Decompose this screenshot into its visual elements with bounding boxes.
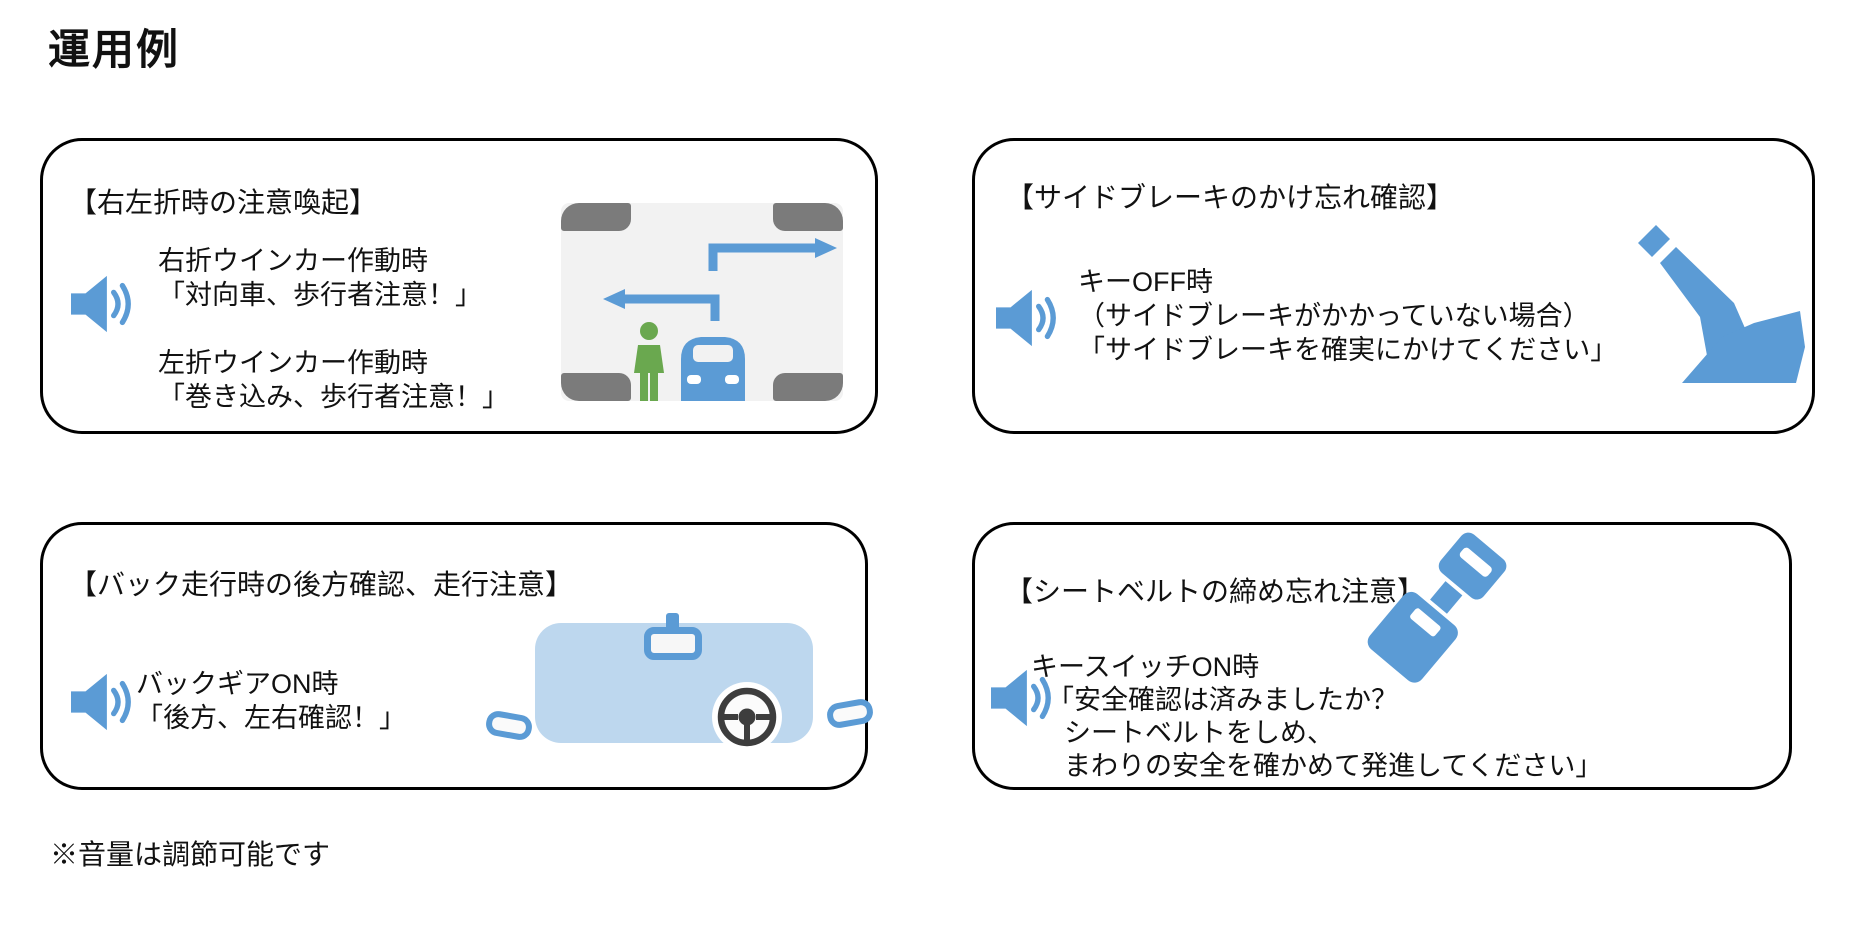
- volume-note: ※音量は調節可能です: [50, 839, 331, 870]
- page-title: 運用例: [48, 26, 181, 73]
- voice-text-reverse: バックギアON時 「後方、左右確認！」: [136, 667, 406, 735]
- side-mirror-left: [484, 709, 534, 742]
- voice-line: 「巻き込み、歩行者注意！」: [158, 382, 509, 412]
- road-corner-block: [561, 203, 631, 231]
- card-turn-alert: 【右左折時の注意喚起】 右折ウインカー作動時 「対向車、歩行者注意！」 左折ウイ…: [40, 138, 878, 434]
- steering-wheel-icon: [712, 682, 782, 752]
- card-reverse-alert: 【バック走行時の後方確認、走行注意】 バックギアON時 「後方、左右確認！」: [40, 522, 875, 790]
- voice-line: 左折ウインカー作動時: [158, 348, 428, 378]
- road-corner-block: [773, 373, 843, 401]
- pedestrian-icon: [634, 322, 664, 401]
- speaker-icon: [71, 673, 131, 731]
- side-mirror-right: [825, 697, 875, 730]
- voice-text-left-turn: 左折ウインカー作動時 「巻き込み、歩行者注意！」: [158, 346, 509, 414]
- car-icon: [681, 337, 745, 401]
- intersection-overlay: [603, 238, 837, 401]
- voice-line: 「安全確認は済みましたか？: [1047, 685, 1398, 715]
- voice-line: 「対向車、歩行者注意！」: [158, 280, 482, 310]
- voice-line: シートベルトをしめ、: [1064, 718, 1334, 748]
- voice-text-right-turn: 右折ウインカー作動時 「対向車、歩行者注意！」: [158, 244, 482, 312]
- card-parking-brake: 【サイドブレーキのかけ忘れ確認】 キーOFF時 （サイドブレーキがかかっていない…: [972, 138, 1815, 434]
- intersection-diagram: [561, 203, 843, 401]
- rearview-mirror: [644, 627, 702, 660]
- voice-line: 右折ウインカー作動時: [158, 246, 428, 276]
- seatbelt-icon: [1367, 532, 1507, 683]
- speaker-icon: [991, 669, 1051, 727]
- card-seatbelt: 【シートベルトの締め忘れ注意】 キースイッチON時 「安全確認は済みましたか？ …: [972, 522, 1792, 790]
- voice-line: （サイドブレーキがかかっていない場合）: [1078, 301, 1590, 331]
- left-turn-arrow: [603, 289, 720, 321]
- road-corner-block: [561, 373, 631, 401]
- vehicle-top-view: [484, 613, 875, 768]
- handbrake-icon: [1638, 225, 1805, 383]
- voice-line: キーOFF時: [1078, 267, 1213, 297]
- right-turn-arrow: [708, 238, 837, 271]
- voice-line: 「後方、左右確認！」: [136, 703, 406, 733]
- card-heading: 【サイドブレーキのかけ忘れ確認】: [1006, 182, 1455, 213]
- road-corner-block: [773, 203, 843, 231]
- voice-line: キースイッチON時: [1031, 652, 1260, 682]
- voice-text-seatbelt: キースイッチON時 「安全確認は済みましたか？ シートベルトをしめ、 まわりの安…: [1031, 651, 1602, 783]
- speaker-icon: [996, 289, 1056, 347]
- speaker-icon: [71, 275, 131, 333]
- card-heading: 【シートベルトの締め忘れ注意】: [1005, 576, 1426, 607]
- card-heading: 【バック走行時の後方確認、走行注意】: [69, 569, 574, 600]
- voice-line: バックギアON時: [136, 669, 339, 699]
- voice-line: 「サイドブレーキを確実にかけてください」: [1078, 335, 1618, 365]
- voice-line: まわりの安全を確かめて発進してください」: [1064, 751, 1603, 781]
- card-heading: 【右左折時の注意喚起】: [69, 187, 378, 218]
- voice-text-parking-brake: キーOFF時 （サイドブレーキがかかっていない場合） 「サイドブレーキを確実にか…: [1078, 265, 1617, 367]
